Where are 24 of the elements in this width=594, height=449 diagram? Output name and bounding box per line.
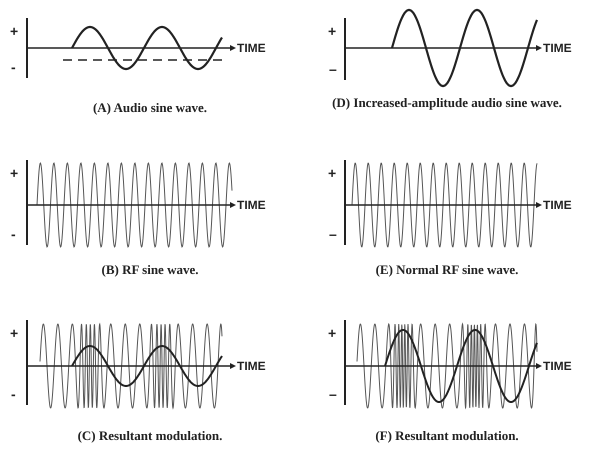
plus-sign: + — [328, 326, 336, 340]
axis-label: TIME — [237, 360, 266, 372]
plus-sign: + — [328, 24, 336, 38]
minus-sign: - — [11, 60, 16, 74]
figure-caption: (F) Resultant modulation. — [374, 428, 520, 444]
axis-label: TIME — [543, 42, 572, 54]
minus-sign: – — [329, 62, 337, 76]
figure-caption: (A) Audio sine wave. — [92, 100, 208, 116]
plus-sign: + — [10, 166, 18, 180]
axis-label: TIME — [543, 199, 572, 211]
minus-sign: - — [11, 387, 16, 401]
plus-sign: + — [328, 166, 336, 180]
minus-sign: - — [11, 227, 16, 241]
figure-caption: (C) Resultant modulation. — [76, 428, 224, 444]
plus-sign: + — [10, 326, 18, 340]
figure-caption: (E) Normal RF sine wave. — [374, 262, 520, 278]
plus-sign: + — [10, 24, 18, 38]
minus-sign: – — [329, 227, 337, 241]
figure-caption: (B) RF sine wave. — [100, 262, 200, 278]
axis-label: TIME — [237, 199, 266, 211]
axis-label: TIME — [543, 360, 572, 372]
figure-caption: (D) Increased-amplitude audio sine wave. — [331, 95, 563, 111]
minus-sign: – — [329, 387, 337, 401]
axis-label: TIME — [237, 42, 266, 54]
